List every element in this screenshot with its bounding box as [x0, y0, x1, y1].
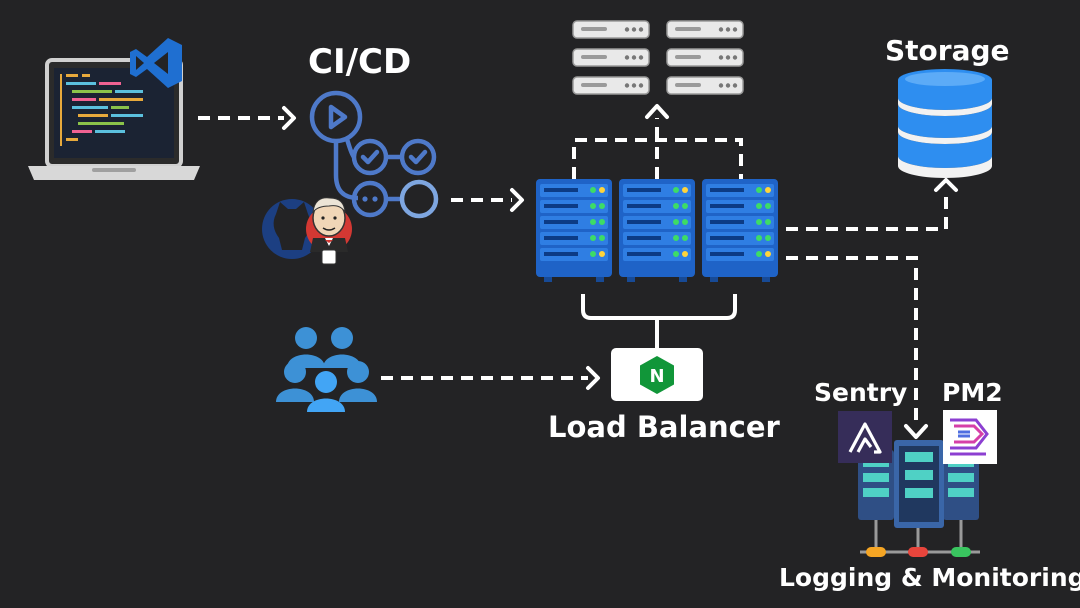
jenkins-icon: [306, 197, 352, 265]
connectors: [198, 116, 948, 426]
sentry-logo-icon: [838, 411, 892, 463]
nginx-logo: N: [611, 348, 703, 401]
servers-to-monitoring-line: [786, 256, 918, 426]
arrow-right-icon: [282, 106, 296, 130]
github-icon: [262, 199, 322, 259]
users-group-icon: [276, 327, 377, 412]
load-balancer-label: Load Balancer: [548, 410, 780, 444]
database-icon: [898, 69, 992, 178]
server-stack-top-right: [666, 20, 744, 95]
arrow-down-icon: [904, 424, 928, 439]
pipeline-icon: [309, 90, 439, 219]
arrowheads: [282, 104, 958, 439]
arrow-right-icon: [586, 366, 600, 390]
monitoring-server-icon: [858, 440, 980, 557]
servers-to-storage-line: [786, 192, 948, 231]
laptop-code-icon: [28, 58, 200, 180]
arrow-up-icon: [645, 104, 669, 119]
sentry-label: Sentry: [814, 378, 908, 407]
arrow-up-icon: [934, 178, 958, 192]
load-balancer-connector: [581, 294, 737, 348]
servers-top-bracket: [572, 138, 743, 179]
server-rack-icon: [536, 179, 778, 282]
cicd-label: CI/CD: [308, 42, 412, 82]
arrow-right-icon: [510, 188, 524, 212]
storage-label: Storage: [885, 34, 1010, 67]
vscode-icon: [130, 38, 182, 88]
pm2-logo-icon: [943, 410, 997, 464]
svg-text:N: N: [649, 366, 664, 387]
pm2-label: PM2: [942, 378, 1003, 407]
server-stack-top-left: [572, 20, 650, 95]
logging-monitoring-label: Logging & Monitoring: [779, 563, 1080, 592]
